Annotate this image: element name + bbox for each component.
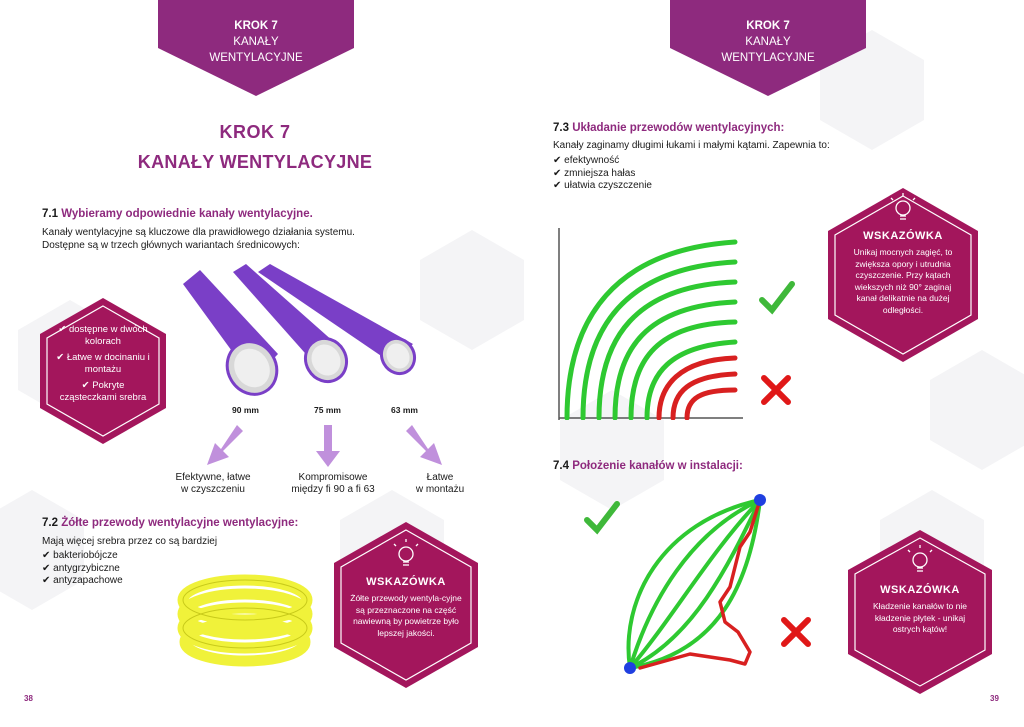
benefits-list: bakteriobójcze antygrzybiczne antyzapach…	[42, 550, 123, 588]
banner-line: WENTYLACYJNE	[721, 52, 815, 64]
tip-title: WSKAZÓWKA	[366, 576, 446, 588]
list-item: dostępne w dwóch kolorach	[56, 324, 150, 348]
list-item: zmniejsza hałas	[553, 168, 652, 181]
banner-line: WENTYLACYJNE	[209, 52, 303, 64]
tip-text: Unikaj mocnych zagięć, to zwiększa opory…	[853, 247, 953, 315]
caption-line: Kompromisowe	[298, 472, 368, 483]
duct-bending-diagram	[558, 228, 743, 420]
step-banner-left: KROK 7 KANAŁY WENTYLACYJNE	[158, 0, 354, 96]
section-number: 7.1	[42, 208, 58, 220]
arrow-down-icon	[316, 425, 340, 467]
features-hexagon: dostępne w dwóch kolorach Łatwe w docina…	[38, 296, 168, 446]
yellow-duct-coil-image	[177, 574, 313, 667]
tip-title: WSKAZÓWKA	[863, 230, 943, 242]
section-text: Dostępne są w trzech głównych wariantach…	[42, 240, 300, 251]
cross-icon	[781, 617, 811, 647]
list-item: bakteriobójcze	[42, 550, 123, 563]
section-heading-7-3: 7.3 Układanie przewodów wentylacyjnych:	[553, 122, 784, 134]
tip-hexagon: WSKAZÓWKA Unikaj mocnych zagięć, to zwię…	[826, 186, 980, 364]
page-number: 39	[990, 694, 999, 703]
banner-step: KROK 7	[746, 20, 790, 32]
check-icon	[759, 281, 795, 315]
section-heading-7-2: 7.2 Żółte przewody wentylacyjne wentylac…	[42, 517, 298, 529]
page-title-step: KROK 7	[219, 122, 291, 142]
tip-hexagon: WSKAZÓWKA Kładzenie kanałów to nie kładz…	[846, 528, 994, 696]
features-list: dostępne w dwóch kolorach Łatwe w docina…	[56, 324, 150, 408]
step-banner-right: KROK 7 KANAŁY WENTYLACYJNE	[670, 0, 866, 96]
section-title: Żółte przewody wentylacyjne wentylacyjne…	[61, 517, 299, 529]
lightbulb-icon	[907, 545, 933, 572]
check-icon	[584, 501, 620, 535]
caption-line: w czyszczeniu	[181, 484, 245, 495]
list-item: Łatwe w docinaniu i montażu	[56, 352, 150, 376]
list-item: antyzapachowe	[42, 575, 123, 588]
page-number: 38	[24, 694, 33, 703]
section-number: 7.2	[42, 517, 58, 529]
diameter-label: 63 mm	[391, 405, 418, 415]
section-number: 7.3	[553, 122, 569, 134]
list-item: ułatwia czyszczenie	[553, 180, 652, 193]
cross-icon	[761, 375, 791, 405]
banner-line: KANAŁY	[233, 36, 279, 48]
banner-line: KANAŁY	[745, 36, 791, 48]
caption-line: w montażu	[415, 484, 465, 495]
tip-hexagon: WSKAZÓWKA Żółte przewody wentyla-cyjne s…	[332, 520, 480, 690]
section-title: Położenie kanałów w instalacji:	[572, 460, 743, 472]
lightbulb-icon	[393, 539, 419, 566]
page-title: KANAŁY WENTYLACYJNE	[137, 152, 373, 172]
benefits-list: efektywność zmniejsza hałas ułatwia czys…	[553, 155, 652, 193]
section-title: Wybieramy odpowiednie kanały wentylacyjn…	[61, 208, 313, 220]
ventilation-tubes-image	[183, 264, 417, 396]
section-text: Mają więcej srebra przez co są bardziej	[42, 536, 218, 547]
diameter-label: 75 mm	[314, 405, 341, 415]
list-item: efektywność	[553, 155, 652, 168]
caption-line: Łatwe	[426, 472, 454, 483]
tip-title: WSKAZÓWKA	[880, 584, 960, 596]
tip-text: Żółte przewody wentyla-cyjne są przeznac…	[350, 593, 462, 638]
section-heading-7-1: 7.1 Wybieramy odpowiednie kanały wentyla…	[42, 208, 313, 220]
list-item: Pokryte cząsteczkami srebra	[56, 380, 150, 404]
caption-line: Efektywne, łatwe	[175, 472, 251, 483]
section-text: Kanały zaginamy długimi łukami i małymi …	[553, 140, 830, 151]
duct-routing-diagram	[624, 494, 766, 674]
section-title: Układanie przewodów wentylacyjnych:	[572, 122, 785, 134]
section-text: Kanały wentylacyjne są kluczowe dla praw…	[42, 227, 355, 238]
banner-step: KROK 7	[234, 20, 278, 32]
arrow-down-right-icon	[406, 425, 442, 465]
diameter-label: 90 mm	[232, 405, 259, 415]
diameter-caption: Łatwe w montażu	[400, 472, 480, 496]
caption-line: między fi 90 a fi 63	[291, 484, 375, 495]
section-number: 7.4	[553, 460, 569, 472]
diameter-caption: Kompromisowe między fi 90 a fi 63	[278, 472, 388, 496]
diameter-caption: Efektywne, łatwe w czyszczeniu	[163, 472, 263, 496]
tip-text: Kładzenie kanałów to nie kładzenie płyte…	[872, 601, 968, 634]
section-heading-7-4: 7.4 Położenie kanałów w instalacji:	[553, 460, 743, 472]
list-item: antygrzybiczne	[42, 563, 123, 576]
arrow-down-left-icon	[207, 425, 243, 465]
lightbulb-icon	[890, 193, 916, 220]
